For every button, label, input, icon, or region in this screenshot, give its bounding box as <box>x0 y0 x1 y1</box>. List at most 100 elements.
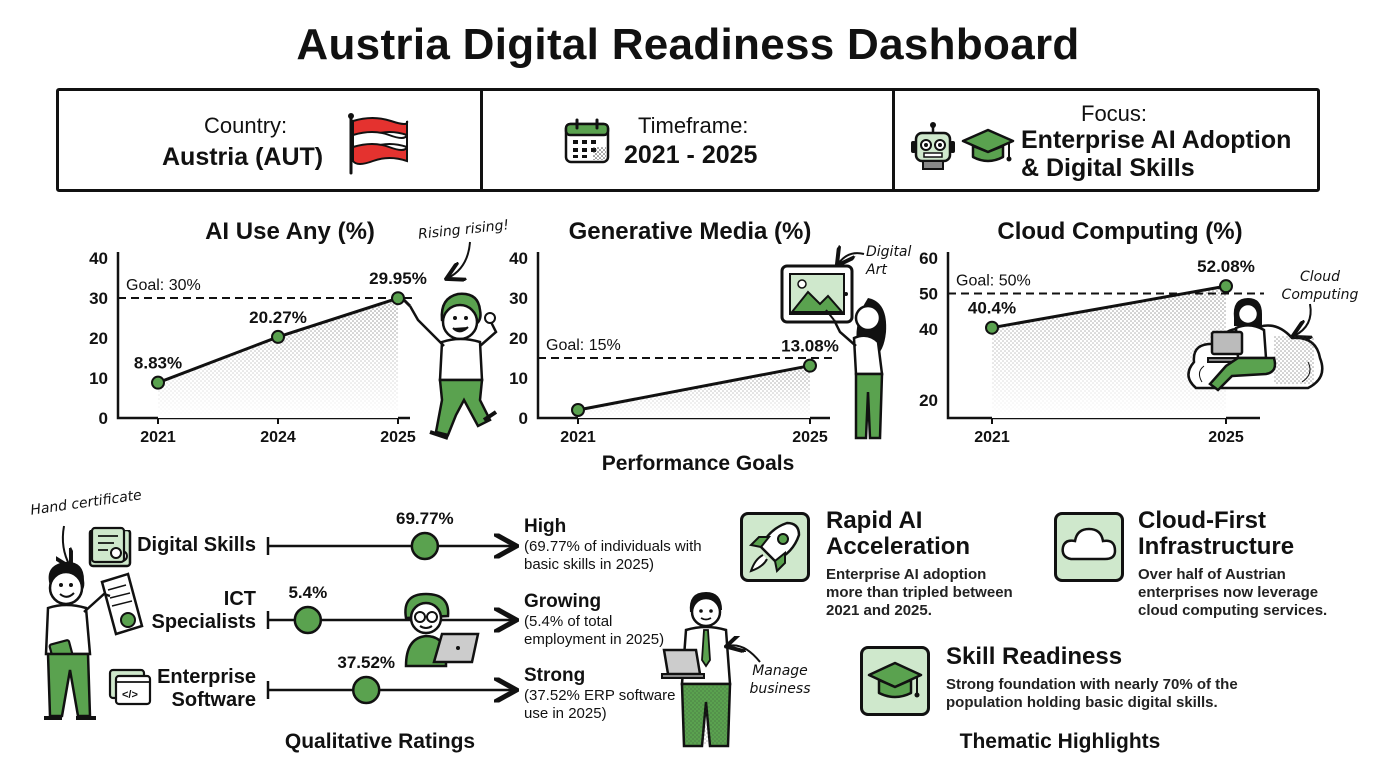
manage-note-arrow <box>720 636 761 663</box>
highlight-1-text: Enterprise AI adoption more than tripled… <box>826 566 1013 619</box>
x-tick-label: 2024 <box>260 429 296 446</box>
business-person-illustration <box>661 592 732 748</box>
slider-value-label: 37.52% <box>337 653 395 672</box>
highlight-2-text: Over half of Austrian enterprises now le… <box>1138 566 1328 619</box>
chart3-annotation-arrow <box>1288 303 1318 344</box>
y-tick-label: 40 <box>509 249 528 268</box>
data-point <box>1219 279 1233 294</box>
calendar-icon <box>564 118 610 164</box>
y-tick-label: 20 <box>509 329 528 348</box>
data-point <box>571 403 585 417</box>
y-tick-label: 10 <box>509 369 528 388</box>
data-point <box>985 320 999 335</box>
laptop-person-illustration <box>404 592 480 668</box>
highlight-rocket-box <box>740 512 810 582</box>
ratings-sliders: 69.77% 5.4% 37.52% <box>266 509 520 705</box>
y-tick-label: 0 <box>519 409 528 428</box>
data-label: 20.27% <box>249 308 307 327</box>
slider-knob <box>351 675 381 705</box>
data-point <box>271 329 285 344</box>
data-label: 8.83% <box>134 354 182 373</box>
focus-label: Focus: <box>1081 101 1148 126</box>
country-value: Austria (AUT) <box>162 143 324 171</box>
certificate-icon <box>90 526 126 564</box>
rating-status-ict-specialists: Growing (5.4% of total employment in 202… <box>524 591 665 648</box>
x-tick-label: 2025 <box>1208 429 1244 446</box>
y-tick-label: 30 <box>89 289 108 308</box>
area-fade <box>992 286 1226 418</box>
chart1-title: AI Use Any (%) <box>205 218 375 245</box>
highlight-cap-box <box>860 646 930 716</box>
y-tick-label: 40 <box>89 249 108 268</box>
manage-note: Manage business <box>749 663 811 697</box>
highlight-3-text: Strong foundation with nearly 70% of the… <box>946 676 1238 711</box>
chart3-title: Cloud Computing (%) <box>997 218 1243 245</box>
digital-artist-illustration <box>780 264 887 440</box>
x-tick-label: 2021 <box>974 429 1010 446</box>
cloud-person-illustration <box>1187 298 1324 392</box>
chart3-annotation: Cloud Computing <box>1281 269 1359 303</box>
goal-label: Goal: 50% <box>956 273 1031 290</box>
performance-goals-label: Performance Goals <box>601 452 795 475</box>
rating-name-digital-skills: Digital Skills <box>137 534 256 556</box>
graduation-cap-icon <box>867 661 923 699</box>
chart2-annotation-arrow <box>832 244 865 270</box>
highlight-1-title: Rapid AI Acceleration <box>826 507 971 560</box>
area-fade <box>578 365 810 418</box>
rating-status-enterprise-software: Strong (37.52% ERP software use in 2025) <box>524 665 676 722</box>
robot-icon <box>911 122 955 170</box>
highlight-cloud-box <box>1054 512 1124 582</box>
x-tick-label: 2025 <box>380 429 416 446</box>
focus-line2: & Digital Skills <box>1021 154 1195 182</box>
rocket-icon <box>748 521 801 574</box>
slider-value-label: 69.77% <box>396 509 454 528</box>
thematic-highlights-label: Thematic Highlights <box>959 730 1161 753</box>
timeframe-value: 2021 - 2025 <box>624 141 758 169</box>
area-fade <box>158 298 398 418</box>
y-tick-label: 60 <box>919 249 938 268</box>
data-label: 13.08% <box>781 337 839 356</box>
qualitative-ratings-label: Qualitative Ratings <box>284 730 476 753</box>
chart2-annotation: Digital Art <box>866 244 912 278</box>
data-point <box>391 291 405 306</box>
timeframe-cell: Timeframe: 2021 - 2025 <box>483 91 895 189</box>
series-line <box>991 284 1227 330</box>
highlight-3-title: Skill Readiness <box>946 643 1123 670</box>
data-label: 40.4% <box>968 299 1016 318</box>
country-label: Country: <box>204 113 288 138</box>
y-tick-label: 40 <box>919 320 938 339</box>
goal-label: Goal: 30% <box>126 277 201 294</box>
country-cell: Country: Austria (AUT) <box>59 91 483 189</box>
series-line <box>577 364 811 412</box>
y-tick-label: 20 <box>89 329 108 348</box>
data-label: 29.95% <box>369 269 427 288</box>
graduation-cap-icon <box>961 128 1015 163</box>
slider-knob <box>293 605 323 635</box>
software-icon: </> <box>108 668 152 706</box>
focus-cell: Focus: Enterprise AI Adoption & Digital … <box>895 91 1317 189</box>
page-title: Austria Digital Readiness Dashboard <box>296 20 1080 69</box>
timeframe-label: Timeframe: <box>638 113 749 138</box>
rating-status-digital-skills: High (69.77% of individuals with basic s… <box>524 516 702 573</box>
austria-flag-icon <box>348 113 409 175</box>
data-label: 52.08% <box>1197 257 1255 276</box>
y-tick-label: 30 <box>509 289 528 308</box>
y-tick-label: 20 <box>919 391 938 410</box>
chart1-annotation-arrow <box>440 241 471 284</box>
slider-value-label: 5.4% <box>288 583 327 602</box>
excited-person-illustration <box>402 292 498 440</box>
ratings-note: Hand certificate <box>29 487 143 519</box>
highlight-2-title: Cloud-First Infrastructure <box>1138 507 1295 560</box>
x-tick-label: 2021 <box>560 429 596 446</box>
data-point <box>803 358 817 373</box>
x-tick-label: 2021 <box>140 429 176 446</box>
data-point <box>151 375 165 390</box>
rating-name-ict-specialists: ICT Specialists <box>151 588 256 633</box>
x-tick-label: 2025 <box>792 429 828 446</box>
cloud-icon <box>1061 527 1117 561</box>
y-tick-label: 50 <box>919 285 938 304</box>
chart2-title: Generative Media (%) <box>568 218 812 245</box>
y-tick-label: 0 <box>99 409 108 428</box>
slider-knob <box>410 531 440 561</box>
